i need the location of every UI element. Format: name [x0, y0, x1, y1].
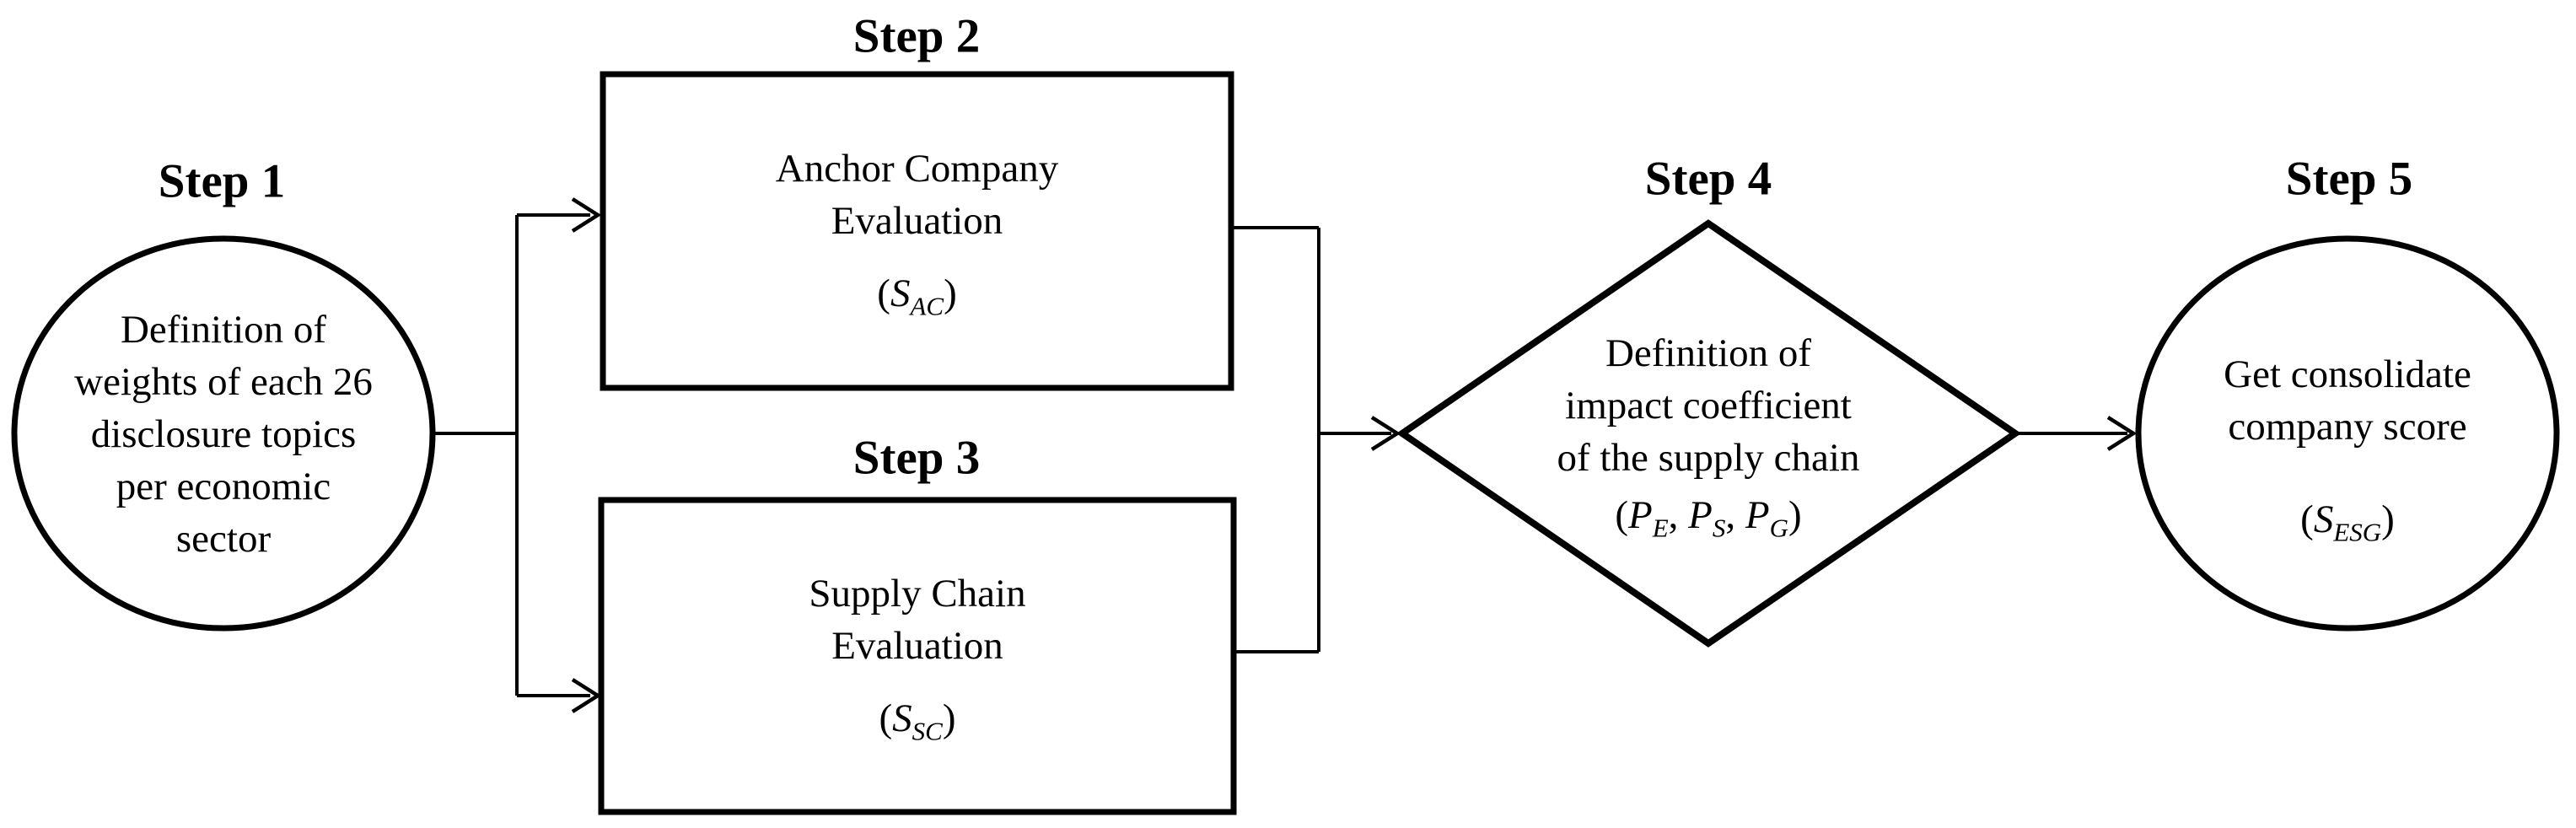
formula-open-paren: ( — [1615, 493, 1628, 537]
step5-formula: (SESG) — [2300, 493, 2395, 546]
formula-subscript: ESG — [2333, 517, 2382, 547]
formula-open-paren: ( — [877, 272, 890, 315]
formula-close-paren: ) — [2381, 497, 2395, 541]
formula-base: P — [1628, 493, 1653, 537]
formula-base: S — [892, 696, 912, 740]
formula-base: S — [890, 272, 911, 315]
step2-rectangle-shape — [600, 71, 1234, 391]
text-line: of the supply chain — [1557, 436, 1860, 480]
arrowhead-into-step4 — [1370, 416, 1401, 451]
step4-body: Definition of impact coefficient of the … — [1439, 236, 1978, 632]
text-line: sector — [175, 517, 272, 561]
step2-formula: (SAC) — [877, 267, 956, 320]
formula-close-paren: ) — [942, 696, 956, 740]
formula-subscript: AC — [910, 291, 944, 321]
step1-body: Definition of weights of each 26 disclos… — [30, 253, 417, 616]
formula-subscript: S — [1712, 513, 1726, 543]
step4-heading: Step 4 — [1644, 152, 1772, 206]
text-line: Definition of — [120, 308, 327, 352]
text-line: Evaluation — [831, 624, 1003, 668]
formula-open-paren: ( — [2300, 497, 2314, 541]
formula-base: S — [2313, 497, 2334, 541]
text-line: company score — [2228, 405, 2467, 449]
text-line: Definition of — [1605, 331, 1812, 375]
formula-subscript: SC — [912, 716, 943, 746]
formula-base: P — [1688, 493, 1713, 537]
text-line: Supply Chain — [809, 572, 1026, 616]
step2-body: Anchor Company Evaluation (SAC) — [603, 74, 1231, 388]
arrowhead-into-step3 — [571, 678, 602, 713]
formula-close-paren: ) — [1788, 493, 1802, 537]
step3-rectangle-shape — [598, 497, 1237, 815]
text-line: per economic — [116, 465, 331, 508]
text-line: Evaluation — [831, 199, 1003, 243]
formula-separator: , — [1668, 493, 1689, 537]
step4-formula: (PE, PS, PG) — [1615, 489, 1801, 541]
text-line: Get consolidate — [2224, 352, 2471, 396]
step2-heading: Step 2 — [852, 9, 981, 63]
formula-subscript: E — [1652, 513, 1669, 543]
formula-subscript: G — [1769, 513, 1788, 543]
step5-body: Get consolidate company score (SESG) — [2158, 270, 2537, 624]
arrowhead-into-step5 — [2106, 416, 2138, 451]
text-line: weights of each 26 — [74, 360, 373, 404]
formula-open-paren: ( — [879, 696, 893, 740]
formula-separator: , — [1725, 493, 1745, 537]
step5-ellipse-shape — [2135, 235, 2560, 632]
text-line: disclosure topics — [90, 412, 357, 456]
step3-formula: (SSC) — [879, 692, 956, 745]
formula-base: P — [1745, 493, 1770, 537]
step5-heading: Step 5 — [2285, 152, 2413, 206]
arrowhead-into-step2 — [571, 197, 602, 233]
step1-heading: Step 1 — [158, 154, 286, 208]
step3-heading: Step 3 — [852, 431, 981, 485]
text-line: impact coefficient — [1565, 384, 1852, 427]
step3-body: Supply Chain Evaluation (SSC) — [601, 500, 1234, 812]
formula-close-paren: ) — [944, 272, 957, 315]
text-line: Anchor Company — [775, 147, 1059, 191]
